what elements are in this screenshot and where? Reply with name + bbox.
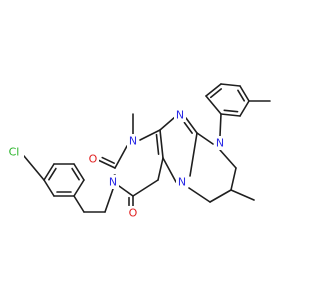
tolyl-ring-bond [239,100,250,117]
atom-n-benzyl: N [107,175,119,189]
molecule-structure-diagram: N N N N N O O [4,83,271,220]
atom-n-bridge: N [176,175,188,189]
chlorophenyl-ring-bond-inner [71,167,80,181]
tolyl-ring-bond [239,85,250,102]
n-c2-bond [114,145,128,169]
chlorophenyl-ring-bond [43,163,55,181]
c2-o-bond-inner [101,156,115,164]
benzyl-ch2-bond [104,188,114,213]
methyl-bond [230,189,255,201]
c8-n-bond [196,132,214,145]
chlorophenyl-ring-bond [73,179,85,197]
atom-n-aryl: N [214,136,226,150]
atom-label-o-lower: O [129,207,138,220]
tolyl-ring-bond-inner [209,88,223,99]
c4-c5-bond [159,129,164,159]
atom-label-n-benzyl: N [109,176,117,189]
c5-c6-bond [157,157,164,181]
tolyl-ring-bond-inner [223,109,239,113]
atom-label-n-imine: N [176,109,184,122]
atom-o-upper: O [87,152,99,166]
atom-label-n-aryl: N [216,137,224,150]
atom-label-n-methyl: N [129,135,137,148]
n-c-bond [139,129,161,141]
n7-c5-bond [159,116,176,131]
c4-c5-bond [132,179,159,197]
n-aryl-bond [219,113,222,137]
atom-chlorine: Cl [4,145,24,159]
tolyl-ring-bond [220,83,241,87]
c8-n9-bond [189,132,198,177]
atom-label-layer: N N N N N O O [4,108,226,220]
ring-c-bond [230,167,237,191]
atom-n-methyl: N [127,134,139,148]
ring-c-bond [188,187,211,203]
chlorophenyl-ring-bond [73,163,85,181]
c4-c5-bond-inner [155,133,160,156]
c8-n-imine-bond [185,117,198,134]
tolyl-ring-bond [220,113,241,117]
c2-o-bond [97,159,116,169]
c8-n-imine-bond-inner [183,121,193,134]
atom-label-o-upper: O [89,153,98,166]
ring-c-bond [219,149,237,169]
c-cl-bond [23,155,45,181]
atom-label-chlorine: Cl [9,146,20,159]
tolyl-ring-bond [205,95,222,115]
chlorophenyl-ring-bond-inner [48,167,57,181]
bond-layer [23,83,271,213]
atom-o-lower: O [127,206,139,220]
tolyl-ring-bond-inner [237,89,246,102]
n3-c4-bond [118,185,134,197]
chlorophenyl-ring-bond [43,179,55,197]
n9-c4-bond [162,157,177,183]
tolyl-ring-bond [205,83,222,97]
benzyl-attach-bond [73,195,85,213]
atom-label-n-bridge: N [178,176,186,189]
atom-n-imine: N [174,108,186,122]
ring-c-bond [209,189,232,203]
